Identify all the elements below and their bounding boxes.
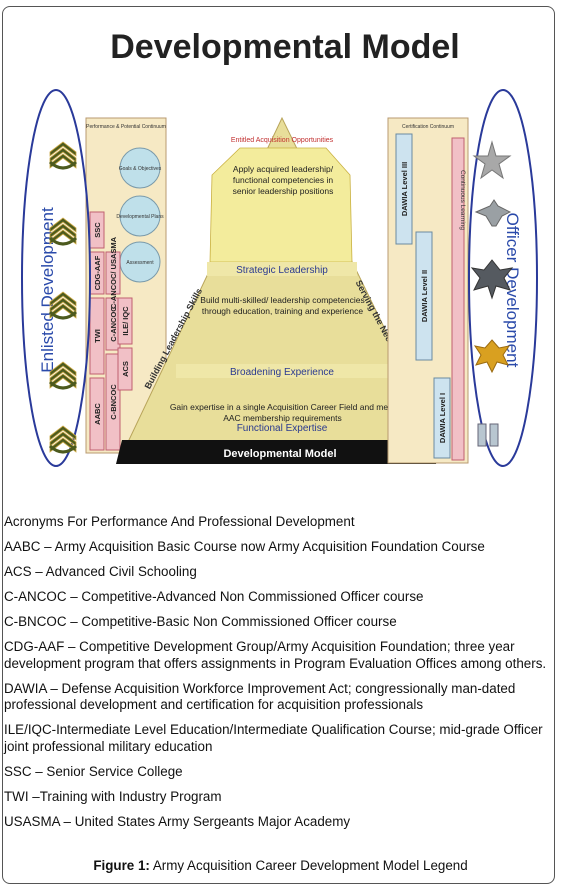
eagle-insignia-icon	[474, 199, 512, 227]
legend-entry: ILE/IQC-Intermediate Level Education/Int…	[4, 722, 543, 754]
tier-text-broadening: Build multi-skilled/ leadership competen…	[200, 295, 365, 316]
tier-band-strategic	[207, 262, 357, 276]
chevron-icon	[48, 361, 78, 390]
enlisted-bar	[117, 297, 133, 345]
legend-heading: Acronyms For Performance And Professiona…	[4, 514, 355, 529]
chevron-icon	[48, 425, 78, 454]
enlisted-bar-label: ILE/ IQC	[121, 306, 130, 336]
figure-caption-label: Figure 1:	[93, 858, 150, 873]
enlisted-bar-label: C-ANCOC	[109, 306, 118, 342]
dawia-bar-3	[395, 133, 413, 245]
enlisted-ellipse	[21, 89, 91, 467]
enlisted-bar-label: AABC	[93, 403, 102, 425]
enlisted-bar	[105, 251, 121, 295]
enlisted-bar	[117, 347, 133, 391]
goals-circle	[119, 147, 161, 189]
diagram-title: Developmental Model	[110, 28, 460, 66]
dawia-bar-1	[433, 377, 451, 459]
legend-entry: ACS – Advanced Civil Schooling	[4, 564, 197, 579]
apex-text: Apply acquired leadership/ functional co…	[232, 164, 334, 196]
goals-circle-label: Goals & Objectives	[119, 166, 162, 172]
dawia-bar-2	[415, 231, 433, 361]
legend-entry: USASMA – United States Army Sergeants Ma…	[4, 813, 351, 829]
right-panel-header: Certification Continuum	[402, 124, 454, 130]
left-circles: Goals & Objectives Developmental Plans A…	[116, 147, 164, 283]
tier-text-functional: Gain expertise in a single Acquisition C…	[169, 402, 396, 423]
officer-side-label: Officer Development	[503, 213, 522, 368]
enlisted-bar	[89, 211, 105, 249]
enlisted-bar	[105, 353, 121, 451]
oak-leaf-silver-icon	[470, 259, 514, 300]
chevron-icon	[48, 291, 78, 320]
enlisted-rank-insignia	[48, 141, 78, 454]
enlisted-bar	[89, 377, 105, 451]
figure-caption-text: Army Acquisition Career Development Mode…	[149, 858, 468, 873]
base-bar	[116, 440, 442, 464]
tier-label-strategic: Strategic Leadership	[236, 265, 328, 276]
officer-rank-insignia	[470, 140, 514, 447]
figure-frame	[2, 6, 555, 884]
enlisted-bar-label: ACS	[121, 361, 130, 377]
enlisted-bar-label: CDG-AAF	[93, 255, 102, 290]
legend-entry: SSC – Senior Service College	[4, 763, 183, 779]
enlisted-bars: AABC C-BNCOC TWI C-ANCOC CDG-AAF C-ANCOC/ USA…	[89, 211, 133, 451]
legend-entry: TWI –Training with Industry Program	[4, 788, 222, 804]
dawia-label-3: DAWIA Level III	[400, 162, 409, 216]
apex-banner: Entitled Acquisition Opportunities	[231, 137, 334, 144]
legend-entries: AABC – Army Acquisition Basic Course now…	[4, 539, 557, 830]
plans-circle	[119, 195, 161, 237]
enlisted-bar-label: SSC	[93, 222, 102, 238]
legend-entry: CDG-AAF – Competitive Development Group/…	[4, 639, 547, 671]
dawia-label-2: DAWIA Level II	[420, 270, 429, 322]
plans-circle-label: Developmental Plans	[116, 214, 164, 220]
tier-band-broadening	[176, 364, 388, 378]
continuous-learning-bar	[451, 137, 465, 461]
captain-bars-icon	[477, 423, 499, 447]
figure-caption: Figure 1: Army Acquisition Career Develo…	[0, 858, 561, 873]
oak-leaf-gold-icon	[473, 339, 511, 374]
assessment-circle-label: Assessment	[126, 260, 154, 266]
acronym-legend: Acronyms For Performance And Professiona…	[4, 514, 557, 839]
tier-label-broadening: Broadening Experience	[230, 367, 334, 378]
chevron-icon	[48, 217, 78, 246]
enlisted-bar-label: TWI	[93, 329, 102, 343]
legend-entry: AABC – Army Acquisition Basic Course now…	[4, 539, 485, 554]
continuous-learning-label: Continuous Learning	[459, 170, 466, 230]
developmental-model-diagram: Developmental Model Performance & Potent…	[21, 28, 538, 467]
legend-entry: C-BNCOC – Competitive-Basic Non Commissi…	[4, 614, 397, 629]
base-bar-label: Developmental Model	[223, 448, 336, 460]
tier-label-functional: Functional Expertise	[237, 423, 328, 434]
legend-entry: DAWIA – Defense Acquisition Workforce Im…	[4, 680, 516, 713]
officer-ellipse	[468, 89, 538, 467]
enlisted-side-label: Enlisted Development	[38, 207, 57, 373]
dawia-label-1: DAWIA Level I	[438, 393, 447, 443]
enlisted-bar	[89, 297, 105, 375]
chevron-icon	[48, 141, 78, 170]
legend-entry: C-ANCOC – Competitive-Advanced Non Commi…	[4, 589, 424, 604]
enlisted-bar-label: C-BNCOC	[109, 384, 118, 420]
left-panel-header: Performance & Potential Continuum	[86, 124, 166, 130]
star-insignia-icon	[472, 140, 512, 180]
enlisted-bar-label: C-ANCOC/ USASMA	[109, 236, 118, 309]
